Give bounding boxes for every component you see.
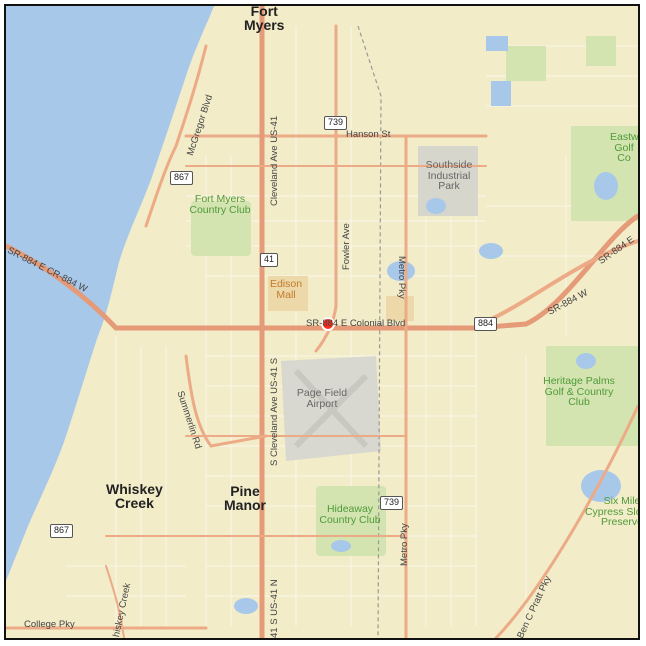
route-shield-739-south: 739 (380, 496, 404, 510)
caloosahatchee-river (6, 6, 214, 581)
poi-eastwood-golf: Eastw Golf Co (610, 132, 638, 164)
poi-heritage-palms: Heritage Palms Golf & Country Club (543, 375, 615, 408)
airport-runways (293, 368, 369, 449)
poi-southside-industrial-park: Southside Industrial Park (425, 159, 473, 192)
road-label-fowler: Fowler Ave (341, 223, 352, 270)
road-label-cleveland-south: S Cleveland Ave US-41 S (269, 357, 280, 466)
location-marker[interactable] (321, 317, 335, 331)
route-shield-867-north: 867 (170, 171, 194, 185)
railway (357, 25, 382, 638)
road-label-metro-south: Metro Pky (399, 523, 410, 566)
route-shield-884: 884 (474, 317, 498, 331)
road-label-us41n: 41 S US-41 N (269, 579, 280, 638)
poi-fort-myers-country-club: Fort Myers Country Club (189, 193, 251, 216)
route-shield-739-north: 739 (324, 116, 348, 130)
map-frame: Fort Myers Whiskey Creek Pine Manor Fort… (4, 4, 640, 640)
city-pine-manor: Pine Manor (224, 483, 266, 513)
road-label-college: College Pky (24, 619, 75, 630)
route-shield-867-south: 867 (50, 524, 74, 538)
road-label-cleveland-north: Cleveland Ave US-41 (269, 115, 280, 206)
poi-six-mile-cypress: Six Mile Cypress Slough Preserve (584, 495, 640, 528)
ponds (234, 36, 621, 614)
road-label-hanson: Hanson St (346, 129, 391, 140)
city-fort-myers: Fort Myers (244, 4, 285, 33)
map-canvas[interactable] (6, 6, 638, 638)
road-label-metro-north: Metro Pky (396, 256, 407, 299)
poi-edison-mall: Edison Mall (269, 278, 303, 301)
road-label-colonial: SR-884 E Colonial Blvd (306, 318, 406, 329)
poi-hideaway-country-club: Hideaway Country Club (319, 503, 381, 526)
poi-page-field-airport: Page Field Airport (296, 387, 348, 410)
city-whiskey-creek: Whiskey Creek (106, 481, 163, 511)
route-shield-41: 41 (260, 253, 279, 267)
